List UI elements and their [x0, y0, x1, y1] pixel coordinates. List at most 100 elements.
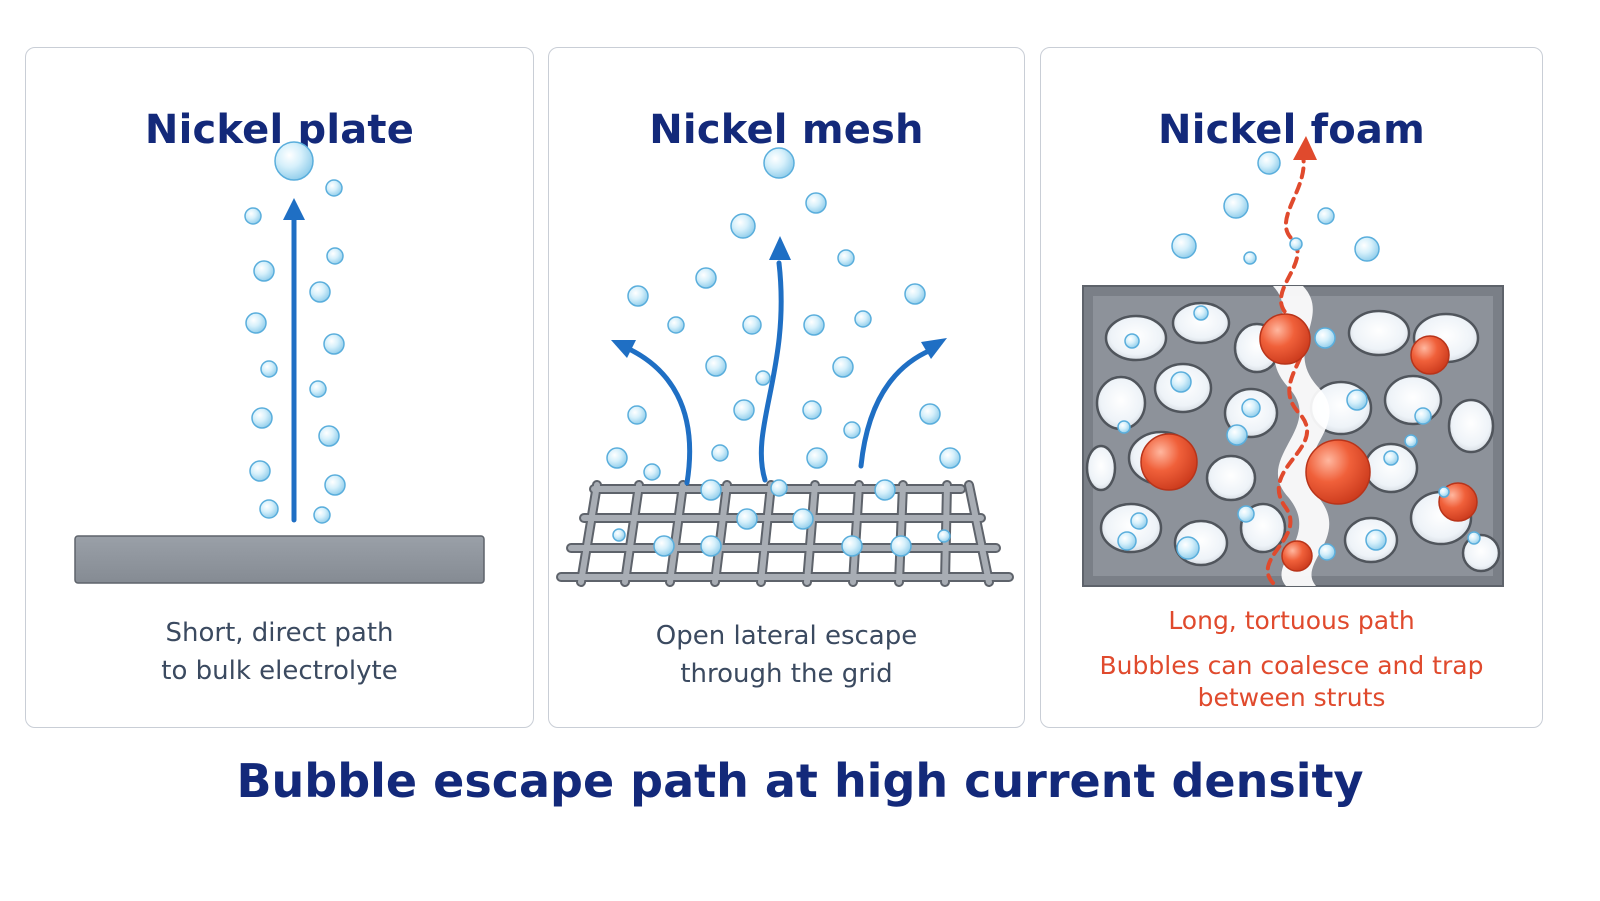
bubble: [837, 249, 855, 267]
bubble: [325, 179, 343, 197]
bubble: [1171, 233, 1197, 259]
bubble: [803, 314, 825, 336]
foam-caption-title: Long, tortuous path: [1168, 606, 1415, 635]
panel-nickel-mesh: Nickel mesh: [548, 47, 1025, 728]
bubble: [653, 535, 675, 557]
bubble: [612, 528, 626, 542]
right-arrow-head: [921, 338, 947, 359]
arrow-head: [1293, 136, 1317, 160]
bubble: [730, 213, 756, 239]
caption-line: to bulk electrolyte: [161, 656, 398, 686]
bubble: [1257, 151, 1281, 175]
bubble: [841, 535, 863, 557]
left-arrow: [624, 345, 693, 486]
left-arrow-head: [611, 340, 636, 358]
bubble: [939, 447, 961, 469]
panel-nickel-foam: Nickel foam: [1040, 47, 1543, 728]
bubble: [904, 283, 926, 305]
bubble: [1237, 505, 1255, 523]
bubble: [770, 479, 788, 497]
tortuous-path: [1265, 154, 1309, 585]
trapped-bubble: [1281, 540, 1313, 572]
bubble: [1124, 333, 1140, 349]
mesh-caption: Open lateral escape through the grid: [549, 617, 1024, 693]
bubble: [705, 355, 727, 377]
bubble: [251, 407, 273, 429]
figure-title: Bubble escape path at high current densi…: [236, 754, 1364, 808]
trapped-bubble: [1140, 433, 1198, 491]
bubble: [1438, 486, 1450, 498]
bubbles: [606, 147, 961, 557]
plate-illustration: [74, 141, 485, 584]
bubble: [1317, 207, 1335, 225]
panel-nickel-plate: Nickel plate: [25, 47, 534, 728]
foam-illustration: [1082, 136, 1504, 587]
bubble: [890, 535, 912, 557]
bubble: [627, 405, 647, 425]
trapped-bubble: [1305, 439, 1371, 505]
bubble: [792, 508, 814, 530]
bubble: [919, 403, 941, 425]
bubble: [259, 499, 279, 519]
bubble: [1193, 305, 1209, 321]
bubble: [1404, 434, 1418, 448]
bubble: [1117, 420, 1131, 434]
bubble: [244, 207, 262, 225]
bubble: [309, 380, 327, 398]
bubble: [763, 147, 795, 179]
bubble: [854, 310, 872, 328]
bubble: [1226, 424, 1248, 446]
bubble: [1170, 371, 1192, 393]
caption-line: Open lateral escape: [655, 621, 918, 651]
bubble: [1467, 531, 1481, 545]
bubble: [700, 535, 722, 557]
bubble: [318, 425, 340, 447]
bubble: [1223, 193, 1249, 219]
bubble: [323, 333, 345, 355]
bubble: [1176, 536, 1200, 560]
bubble: [309, 281, 331, 303]
bubble: [253, 260, 275, 282]
bubble: [733, 399, 755, 421]
arrow-head: [283, 198, 305, 220]
nickel-plate-electrode: [74, 535, 485, 584]
bubble: [249, 460, 271, 482]
plate-caption: Short, direct path to bulk electrolyte: [26, 614, 533, 690]
bubble: [1414, 407, 1432, 425]
bubble: [802, 400, 822, 420]
bubble: [324, 474, 346, 496]
caption-line: Bubbles can coalesce and trap: [1099, 651, 1484, 680]
panel-title: Nickel mesh: [649, 107, 924, 153]
bubble: [274, 141, 314, 181]
bubble: [1289, 237, 1303, 251]
bubble: [843, 421, 861, 439]
bubble: [1346, 389, 1368, 411]
bubble: [1117, 531, 1137, 551]
bubble: [643, 463, 661, 481]
bubble: [667, 316, 685, 334]
center-arrow: [758, 260, 784, 483]
panel-title: Nickel foam: [1158, 107, 1425, 153]
bubbles: [1117, 151, 1481, 561]
bubble: [1383, 450, 1399, 466]
bubble: [245, 312, 267, 334]
bubble: [326, 247, 344, 265]
bubble: [832, 356, 854, 378]
panel-title: Nickel plate: [144, 107, 415, 153]
center-arrow-head: [769, 236, 791, 260]
bubble: [700, 479, 722, 501]
bubbles: [244, 141, 346, 524]
bubble: [1365, 529, 1387, 551]
caption-line: between struts: [1197, 683, 1386, 712]
bubble: [937, 529, 951, 543]
bubble: [1314, 327, 1336, 349]
foam-caption-detail: Bubbles can coalesce and trap between st…: [1041, 650, 1542, 714]
bubble: [755, 370, 771, 386]
bubble: [627, 285, 649, 307]
bubble: [742, 315, 762, 335]
bubble: [260, 360, 278, 378]
trapped-bubble: [1410, 335, 1450, 375]
right-arrow: [858, 347, 934, 469]
trapped-bubble: [1259, 313, 1311, 365]
bubble: [711, 444, 729, 462]
